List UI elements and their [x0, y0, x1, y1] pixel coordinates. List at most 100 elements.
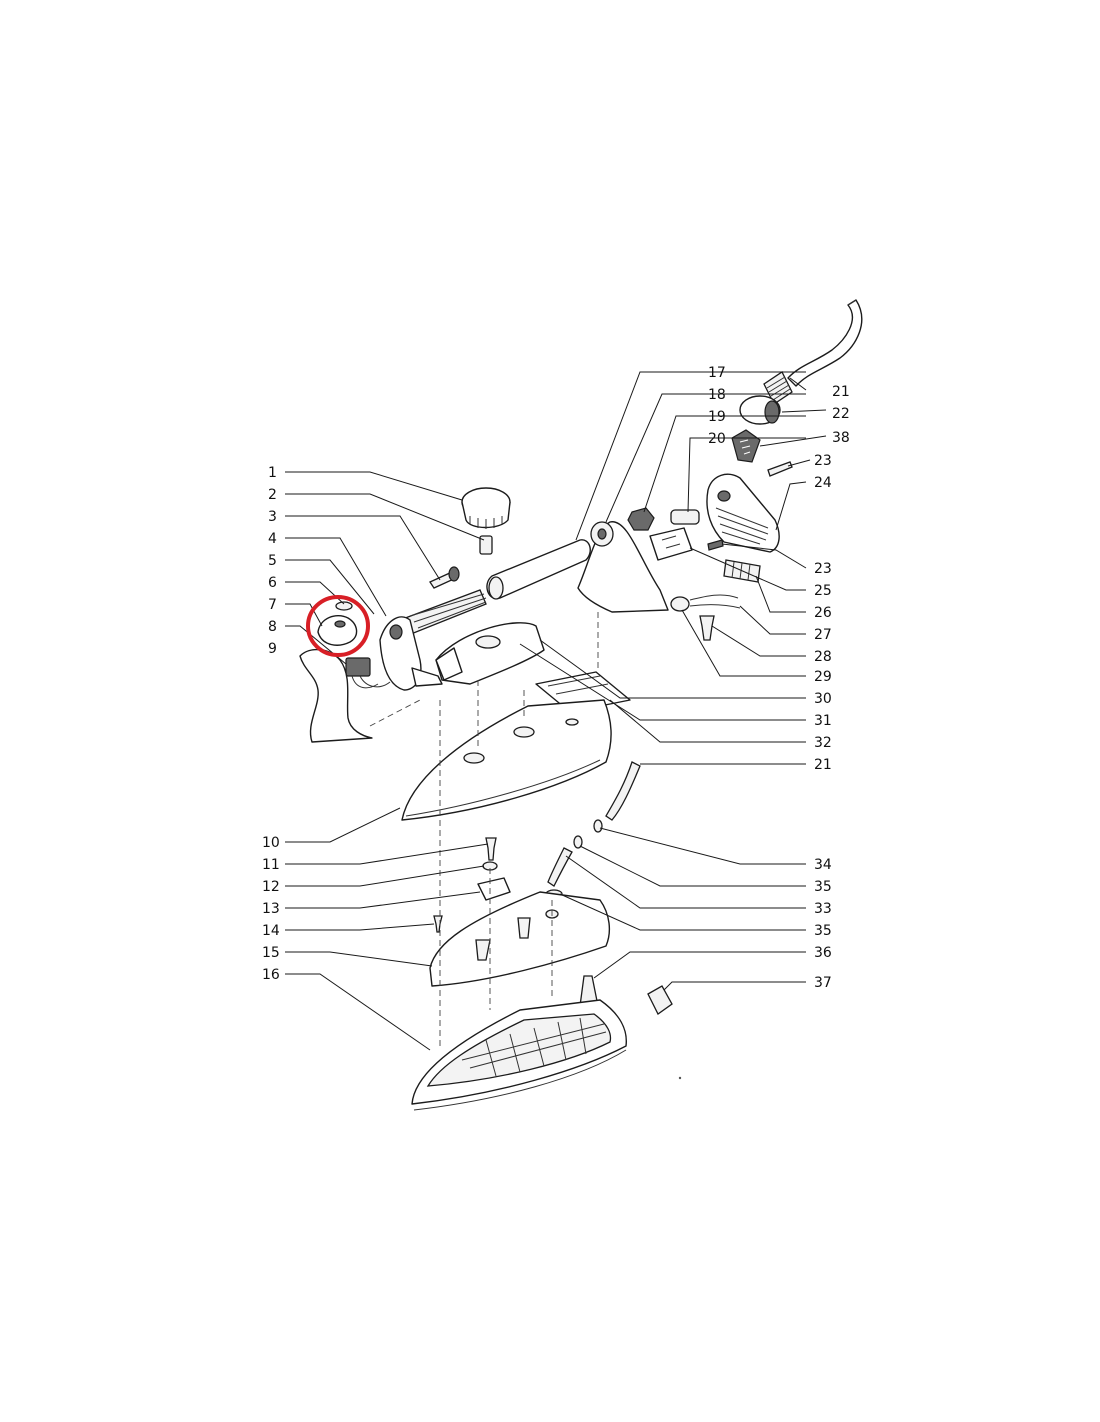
hose-top-end	[847, 299, 857, 306]
leader-20	[687, 437, 806, 513]
grip-tube-end	[488, 576, 504, 600]
speck	[678, 1076, 682, 1080]
label-19: 19	[708, 409, 726, 425]
leader-11	[285, 843, 489, 865]
leader-4	[285, 537, 387, 617]
leader-26	[755, 575, 806, 613]
clip-19	[670, 509, 700, 525]
pin-34	[593, 819, 603, 833]
iron-body-cover	[401, 699, 612, 821]
label-34: 34	[814, 857, 832, 873]
label-35b: 35	[814, 923, 832, 939]
leader-8	[285, 625, 347, 665]
screw-23-low	[707, 539, 724, 551]
thermostat	[477, 877, 511, 901]
labels-left: 1 2 3 4 5 6 7 8 9 10 11 12 13 14 15 16	[262, 465, 280, 983]
label-28: 28	[814, 649, 832, 665]
assembly-line	[369, 699, 421, 727]
label-25: 25	[814, 583, 832, 599]
micro-switch	[345, 657, 371, 677]
leader-14	[285, 923, 435, 931]
upper-shell-fin	[435, 647, 463, 681]
leader-17	[575, 371, 806, 541]
label-29: 29	[814, 669, 832, 685]
leader-2	[285, 493, 485, 541]
threaded-rod-lines	[409, 593, 487, 629]
label-31: 31	[814, 713, 832, 729]
soleplate-inner	[426, 1013, 612, 1087]
label-5: 5	[268, 553, 277, 569]
label-17: 17	[708, 365, 726, 381]
label-8: 8	[268, 619, 277, 635]
label-37: 37	[814, 975, 832, 991]
label-15: 15	[262, 945, 280, 961]
label-2: 2	[268, 487, 277, 503]
hose-lower	[605, 761, 641, 821]
soleplate-grid	[461, 1017, 607, 1077]
switch-block-detail	[661, 535, 681, 549]
leader-34	[599, 827, 806, 865]
upper-shell-hole	[475, 635, 501, 649]
switch-block	[649, 527, 693, 561]
heating-plate-post-a	[475, 939, 491, 961]
leader-38	[759, 435, 827, 447]
label-22: 22	[832, 406, 850, 422]
grip-tube	[486, 539, 591, 600]
leader-15	[285, 951, 433, 967]
knob-ridges	[469, 516, 503, 529]
steam-plate	[535, 671, 631, 713]
nut-18	[627, 507, 655, 531]
leader-36	[593, 951, 806, 979]
connector-face	[764, 400, 780, 424]
iron-body-hole-c	[565, 718, 579, 726]
part-7-spot	[334, 620, 346, 628]
lamp-wires	[689, 594, 741, 609]
leader-5	[285, 559, 375, 615]
terminal-strip-slots	[731, 561, 751, 581]
leader-lines	[285, 371, 827, 1051]
label-1: 1	[268, 465, 277, 481]
iron-body-hole-b	[463, 752, 485, 764]
gasket-holes	[739, 439, 751, 455]
rear-cover	[706, 473, 780, 553]
label-30: 30	[814, 691, 832, 707]
highlight-circle	[306, 595, 370, 657]
label-38: 38	[832, 430, 850, 446]
label-4: 4	[268, 531, 277, 547]
label-16: 16	[262, 967, 280, 983]
hose-spring-coils	[766, 376, 791, 401]
upper-shell	[435, 622, 545, 685]
bushing	[479, 535, 493, 555]
screw-14	[433, 915, 443, 933]
label-27: 27	[814, 627, 832, 643]
pin-35a	[573, 835, 583, 849]
leader-31	[519, 643, 806, 721]
label-13: 13	[262, 901, 280, 917]
micro-switch-wires	[351, 675, 391, 689]
leader-7	[285, 603, 323, 627]
label-9: 9	[268, 641, 277, 657]
leader-29	[681, 609, 806, 677]
label-35a: 35	[814, 879, 832, 895]
leader-33	[565, 855, 806, 909]
label-23b: 23	[814, 561, 832, 577]
heating-plate	[429, 891, 611, 987]
label-32: 32	[814, 735, 832, 751]
part-6-washer	[335, 601, 353, 611]
leader-23a	[787, 459, 811, 467]
label-20: 20	[708, 431, 726, 447]
label-6: 6	[268, 575, 277, 591]
labels-right: 17 18 19 20 21 22 38 23 24 23 25 26 27 2…	[708, 365, 850, 991]
label-11: 11	[262, 857, 280, 873]
label-18: 18	[708, 387, 726, 403]
gasket	[731, 429, 761, 463]
leader-22	[781, 409, 827, 413]
parts-group	[299, 299, 863, 1111]
leader-21-top	[789, 377, 807, 391]
soleplate-edge	[413, 1049, 627, 1111]
leader-1	[285, 471, 463, 501]
iron-body-cover-edge	[405, 759, 601, 817]
screw-3-head	[448, 566, 460, 582]
screw-28	[699, 615, 715, 641]
